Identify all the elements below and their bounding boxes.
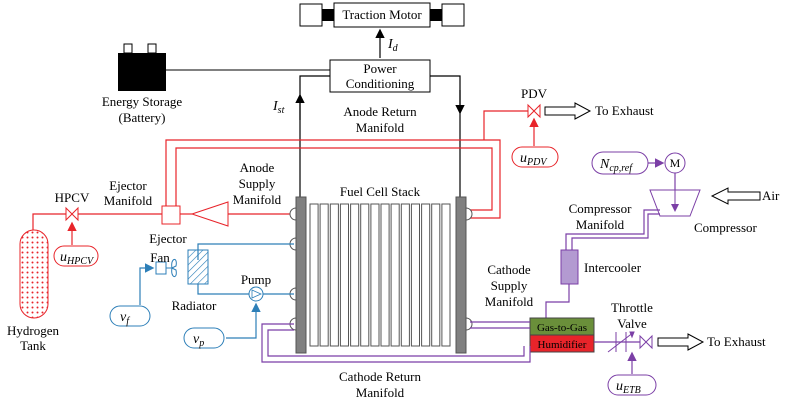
- motor-m-label: M: [670, 156, 681, 170]
- anode-supply-label-3: Manifold: [233, 192, 282, 207]
- vf-signal: [139, 263, 155, 305]
- battery-icon: [118, 43, 166, 91]
- ejector-manifold-label-1: Ejector: [109, 178, 147, 193]
- fuel-cell-stack-label: Fuel Cell Stack: [340, 184, 421, 199]
- pump-icon: [248, 286, 264, 302]
- hpcv-label: HPCV: [55, 190, 90, 205]
- humidifier-label: Humidifier: [538, 339, 587, 351]
- stack-cell-plate: [400, 203, 410, 347]
- upgv-label: uPDV: [520, 151, 548, 168]
- uetb-input: [607, 374, 657, 396]
- stack-wire-right: [430, 75, 461, 205]
- power-conditioning-label-2: Conditioning: [346, 76, 415, 91]
- exhaust-bottom-arrow-icon: [657, 333, 705, 351]
- compressor-manifold-label-1: Compressor: [569, 201, 633, 216]
- stack-cell-plate: [309, 203, 319, 347]
- cathode-return-label-2: Manifold: [356, 385, 405, 400]
- energy-storage-label-1: Energy Storage: [102, 94, 182, 109]
- ejector-manifold-box: [161, 205, 181, 225]
- anode-return-label-2: Manifold: [356, 120, 405, 135]
- vf-label: vf: [120, 310, 130, 327]
- pdv-label: PDV: [521, 86, 548, 101]
- power-conditioning-label-1: Power: [363, 61, 397, 76]
- intercooler-to-humidifier-line: [545, 284, 570, 318]
- vp-signal: [226, 302, 261, 339]
- stack-cell-plate: [390, 203, 400, 347]
- ejector-label: Ejector: [149, 231, 187, 246]
- gas-to-gas-label: Gas-to-Gas: [537, 322, 587, 334]
- stack-cell-plate: [329, 203, 339, 347]
- cathode-return-loop: [261, 323, 531, 363]
- ejector-manifold-label-2: Manifold: [104, 193, 153, 208]
- air-label: Air: [762, 188, 780, 203]
- uetb-label: uETB: [616, 379, 641, 396]
- air-inlet-arrow-icon: [710, 187, 761, 205]
- stack-cell-plate: [431, 203, 441, 347]
- cathode-return-label-1: Cathode Return: [339, 369, 421, 384]
- cathode-supply-label-3: Manifold: [485, 294, 534, 309]
- intercooler-icon: [560, 249, 579, 285]
- vp-label: vp: [193, 332, 204, 349]
- fan-icon: [171, 259, 177, 277]
- coolant-return-line: [197, 243, 294, 260]
- anode-supply-label-2: Supply: [239, 176, 276, 191]
- stack-cell-plate: [410, 203, 420, 347]
- stack-cell-plate: [350, 203, 360, 347]
- to-exhaust-bottom-label: To Exhaust: [707, 334, 766, 349]
- anode-return-label-1: Anode Return: [343, 104, 417, 119]
- stack-cell-plate: [380, 203, 390, 347]
- compressor-label: Compressor: [694, 220, 758, 235]
- stack-cell-plate: [319, 203, 329, 347]
- stack-manifold-ports: [289, 207, 473, 331]
- cathode-supply-label-1: Cathode: [487, 262, 531, 277]
- anode-recirculation-loop: [165, 139, 501, 219]
- traction-motor-label: Traction Motor: [342, 7, 422, 22]
- stack-cell-plate: [370, 203, 380, 347]
- hydrogen-feed-line: [32, 213, 66, 230]
- vp-input: [183, 327, 225, 349]
- traction-motor: Traction Motor: [299, 2, 465, 28]
- power-conditioning-box: [329, 59, 431, 93]
- throttle-control-valve-icon: [639, 334, 653, 350]
- to-exhaust-top-label: To Exhaust: [595, 103, 654, 118]
- compressor-outlet-line: [565, 209, 660, 250]
- intercooler-label: Intercooler: [584, 260, 642, 275]
- cathode-supply-label-2: Supply: [491, 278, 528, 293]
- throttle-valve-icon: [607, 331, 635, 353]
- id-label: Id: [387, 37, 399, 54]
- radiator-label: Radiator: [172, 298, 217, 313]
- fuel-cell-stack: [295, 196, 467, 354]
- vf-input: [109, 305, 151, 327]
- energy-storage-label-2: (Battery): [119, 110, 166, 125]
- pump-label: Pump: [241, 272, 271, 287]
- coolant-to-pump: [197, 284, 250, 295]
- uhpcv-input: [53, 245, 99, 267]
- ist-label: Ist: [272, 99, 285, 116]
- hydrogen-tank-icon: [19, 229, 49, 319]
- stack-cell-plate: [360, 203, 370, 347]
- uhpcv-label: uHPCV: [60, 250, 95, 267]
- anode-purge-line: [483, 110, 528, 140]
- throttle-label-1: Throttle: [611, 300, 653, 315]
- ejector-nozzle-icon: [190, 201, 229, 227]
- compressor-manifold-label-2: Manifold: [576, 217, 625, 232]
- throttle-label-2: Valve: [617, 316, 647, 331]
- hydrogen-label-1: Hydrogen: [7, 323, 59, 338]
- fan-label: Fan: [150, 250, 170, 265]
- exhaust-top-arrow-icon: [544, 102, 592, 120]
- ncp-label: Ncp,ref: [599, 157, 633, 174]
- gas-to-gas-humidifier-bottom: [529, 334, 595, 353]
- hpcv-valve-icon: [65, 206, 79, 222]
- radiator-icon: [187, 249, 209, 285]
- stack-cell-plate: [421, 203, 431, 347]
- hydrogen-label-2: Tank: [20, 338, 46, 353]
- anode-supply-label-1: Anode: [240, 160, 275, 175]
- pdv-valve-icon: [527, 103, 541, 119]
- upgv-input: [511, 146, 559, 168]
- stack-wire-left: [299, 75, 330, 205]
- stack-cell-plate: [339, 203, 349, 347]
- stack-cell-plate: [441, 203, 451, 347]
